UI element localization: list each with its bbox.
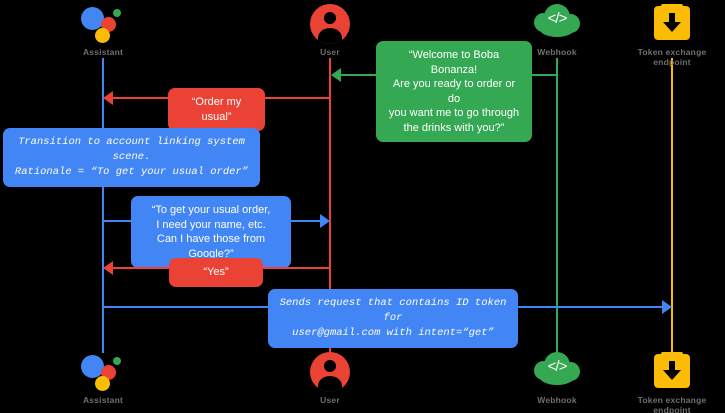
message-bubble-sends-request[interactable]: Sends request that contains ID token for…	[268, 289, 518, 348]
actor-label-token-endpoint-top: Token exchange endpoint	[637, 47, 707, 67]
actor-user-bottom[interactable]: User	[275, 352, 385, 405]
message-bubble-transition-note[interactable]: Transition to account linking system sce…	[3, 128, 260, 187]
message-bubble-order-my-usual[interactable]: “Order my usual”	[168, 88, 265, 131]
lifeline-token-endpoint	[671, 58, 673, 353]
actor-label-assistant-top: Assistant	[82, 47, 124, 57]
actor-label-token-endpoint-bottom: Token exchange endpoint	[637, 395, 707, 413]
lifeline-assistant	[102, 58, 104, 353]
google-assistant-logo-icon	[81, 352, 125, 392]
actor-assistant-top[interactable]: Assistant	[48, 4, 158, 57]
user-avatar-icon	[310, 4, 350, 44]
message-bubble-yes[interactable]: “Yes”	[169, 258, 263, 287]
actor-token-endpoint-top[interactable]: Token exchange endpoint	[617, 4, 725, 67]
cloud-code-icon: </>	[533, 4, 581, 44]
actor-webhook-bottom[interactable]: </> Webhook	[502, 352, 612, 405]
google-assistant-logo-icon	[81, 4, 125, 44]
actor-assistant-bottom[interactable]: Assistant	[48, 352, 158, 405]
actor-label-webhook-top: Webhook	[537, 47, 577, 57]
download-tray-icon	[652, 4, 692, 44]
actor-label-user-top: User	[320, 47, 340, 57]
arrowhead-welcome	[331, 68, 341, 82]
lifeline-webhook	[556, 58, 558, 353]
message-bubble-welcome[interactable]: “Welcome to Boba Bonanza! Are you ready …	[376, 41, 532, 142]
actor-label-assistant-bottom: Assistant	[82, 395, 124, 405]
arrowhead-sends-request	[662, 300, 672, 314]
lifeline-user	[329, 58, 331, 288]
actor-label-user-bottom: User	[320, 395, 340, 405]
download-tray-icon	[652, 352, 692, 392]
actor-token-endpoint-bottom[interactable]: Token exchange endpoint	[617, 352, 725, 413]
actor-webhook-top[interactable]: </> Webhook	[502, 4, 612, 57]
arrowhead-order-my-usual	[103, 91, 113, 105]
actor-user-top[interactable]: User	[275, 4, 385, 57]
message-bubble-ask-consent[interactable]: “To get your usual order, I need your na…	[131, 196, 291, 268]
actor-label-webhook-bottom: Webhook	[537, 395, 577, 405]
arrowhead-ask-consent	[320, 214, 330, 228]
cloud-code-icon: </>	[533, 352, 581, 392]
arrowhead-yes	[103, 261, 113, 275]
user-avatar-icon	[310, 352, 350, 392]
